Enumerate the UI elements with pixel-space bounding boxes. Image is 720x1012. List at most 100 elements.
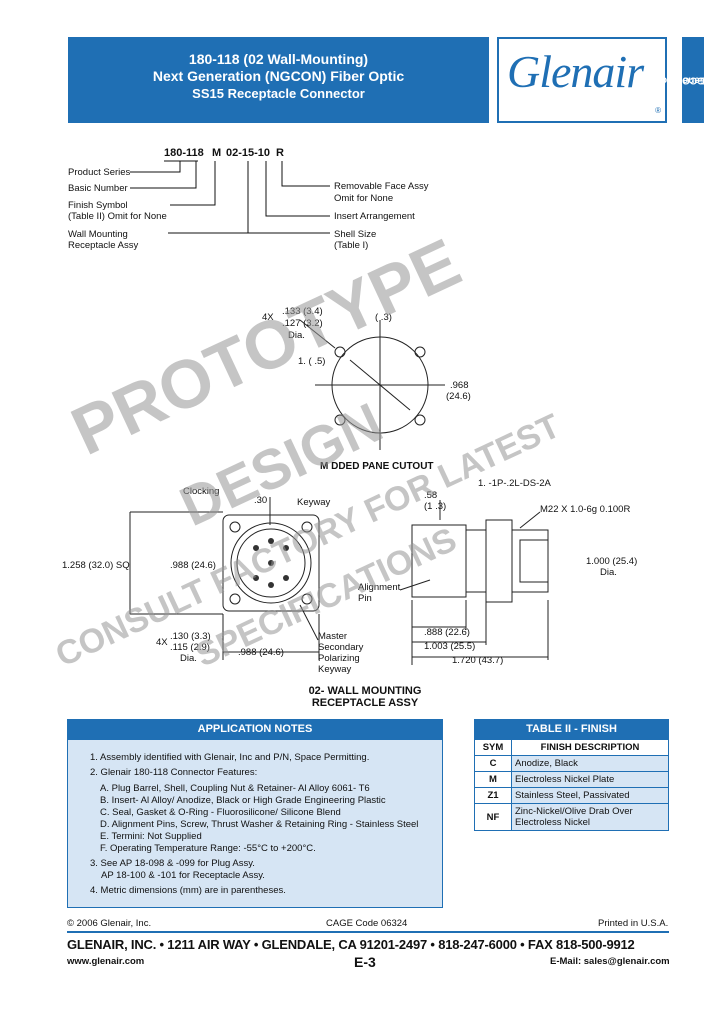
title-line-1: 180-118 (02 Wall-Mounting) (188, 51, 369, 67)
part-number-seg1: 180-118 (164, 147, 204, 159)
pn-label-basic-number: Basic Number (68, 183, 128, 194)
pn-label-shell-size: Shell Size (334, 229, 377, 240)
master-key-2: Secondary (318, 642, 364, 653)
copyright: © 2006 Glenair, Inc. (67, 918, 152, 929)
table-row: M Electroless Nickel Plate (474, 771, 669, 788)
note-1: 1. Assembly identified with Glenair, Inc… (90, 752, 370, 763)
note-2e: E. Termini: Not Supplied (100, 831, 202, 842)
finish-table: SYM FINISH DESCRIPTION C Anodize, Black … (474, 739, 669, 831)
table-ii-header: TABLE II - FINISH (474, 719, 669, 739)
title-line-3: SS15 Receptacle Connector (192, 86, 365, 101)
hole-dim-1: .133 (3.4) (282, 306, 323, 317)
cutout-diameter-1: .968 (450, 380, 469, 391)
desc-cell: Anodize, Black (511, 755, 669, 772)
cutout-title: M DDED PANE CUTOUT (320, 461, 434, 472)
assembly-title-1: 02- WALL MOUNTING (308, 685, 422, 697)
hole-dia-label: Dia. (288, 330, 305, 341)
assembly-title-2: RECEPTACLE ASSY (311, 697, 419, 709)
pn-label-receptacle: Receptacle Assy (68, 240, 139, 251)
note-2: 2. Glenair 180-118 Connector Features: (90, 767, 258, 778)
hole-dim-2: .127 (3.2) (282, 318, 323, 329)
part-number-seg4: R (276, 147, 284, 159)
od-dia: Dia. (600, 567, 617, 578)
bottom-dim: .988 (24.6) (238, 647, 284, 658)
note-3: 3. See AP 18-098 & -099 for Plug Assy. (90, 858, 255, 869)
logo-registered-mark: ® (655, 106, 661, 115)
table-row: Z1 Stainless Steel, Passivated (474, 787, 669, 804)
logo-text: Glenair (507, 46, 644, 97)
sym-cell: NF (474, 803, 512, 831)
company-address: GLENAIR, INC. • 1211 AIR WAY • GLENDALE,… (67, 937, 635, 952)
footer-divider (67, 931, 669, 933)
keyway-dim: .30 (254, 495, 268, 506)
assembly-title: 02- WALL MOUNTING RECEPTACLE ASSY (0, 685, 720, 709)
desc-cell: Stainless Steel, Passivated (511, 787, 669, 804)
inner-dim: .988 (24.6) (170, 560, 216, 571)
pn-label-table-i: (Table I) (334, 240, 369, 251)
email-link[interactable]: E-Mail: sales@glenair.com (550, 956, 670, 967)
side-top-dim-2: (1 .3) (424, 501, 447, 512)
pn-label-removable-face: Removable Face Assy (334, 181, 429, 192)
hole2-dia: Dia. (180, 653, 197, 664)
hole2-dim-1: .130 (3.3) (170, 631, 211, 642)
master-key-1: Master (318, 631, 348, 642)
col-finish: FINISH DESCRIPTION (511, 739, 669, 756)
len-dim-2: 1.003 (25.5) (424, 641, 476, 652)
keyway-label: Keyway (297, 497, 331, 508)
desc-cell: Electroless Nickel Plate (511, 771, 669, 788)
hole2-dim-2: .115 (2.9) (170, 642, 210, 653)
align-pin-1: Alignment (358, 582, 401, 593)
square-dim: 1.258 (32.0) SQ (62, 560, 130, 571)
note-4: 4. Metric dimensions (mm) are in parenth… (90, 885, 286, 896)
page-number: E-3 (354, 954, 376, 970)
glenair-logo: Glenair ® (497, 37, 667, 123)
master-key-3: Polarizing (318, 653, 360, 664)
application-notes-body: 1. Assembly identified with Glenair, Inc… (67, 739, 443, 908)
align-pin-2: Pin (358, 593, 372, 604)
thread-spec: 1. -1P-.2L-DS-2A (478, 478, 551, 489)
table-header-row: SYM FINISH DESCRIPTION (474, 739, 669, 756)
pn-label-insert-arrangement: Insert Arrangement (334, 211, 415, 222)
application-notes-header: APPLICATION NOTES (67, 719, 443, 739)
top-dim: ( .3) (375, 312, 392, 323)
pn-label-finish-symbol: Finish Symbol (68, 200, 128, 211)
side-tab: Next Generation(NGCON) (654, 37, 720, 123)
pn-label-wall-mounting: Wall Mounting (68, 229, 128, 240)
website-link[interactable]: www.glenair.com (67, 956, 145, 967)
side-dim: 1. ( .5) (298, 356, 326, 367)
clocking-label: Clocking (183, 486, 220, 497)
m22-spec: M22 X 1.0-6g 0.100R (540, 504, 631, 515)
note-2c: C. Seal, Gasket & O-Ring - Fluorosilicon… (100, 807, 341, 818)
cage-code: CAGE Code 06324 (326, 918, 408, 929)
col-sym: SYM (474, 739, 512, 756)
note-2a: A. Plug Barrel, Shell, Coupling Nut & Re… (100, 783, 370, 794)
part-number-seg3: 02-15-10 (226, 147, 271, 159)
sym-cell: M (474, 771, 512, 788)
printed-in: Printed in U.S.A. (598, 918, 669, 929)
od-dim: 1.000 (25.4) (586, 556, 638, 567)
note-3b: AP 18-100 & -101 for Receptacle Assy. (101, 870, 265, 881)
part-number-seg2: M (212, 147, 222, 159)
pn-label-finish-note: (Table II) Omit for None (68, 211, 167, 222)
pn-label-omit-none: Omit for None (334, 193, 394, 204)
side-top-dim-1: .58 (424, 490, 438, 501)
note-2d: D. Alignment Pins, Screw, Thrust Washer … (100, 819, 419, 830)
table-row: NF Zinc-Nickel/Olive Drab Over Electrole… (474, 803, 669, 831)
title-line-2: Next Generation (NGCON) Fiber Optic (152, 68, 405, 84)
hole2-count: 4X (156, 637, 168, 648)
note-2f: F. Operating Temperature Range: -55°C to… (100, 843, 316, 854)
pn-label-product-series: Product Series (68, 167, 131, 178)
desc-cell: Zinc-Nickel/Olive Drab Over Electroless … (511, 803, 669, 831)
len-dim-1: .888 (22.6) (424, 627, 470, 638)
len-dim-3: 1.720 (43.7) (452, 655, 504, 666)
table-row: C Anodize, Black (474, 755, 669, 772)
note-2b: B. Insert- Al Alloy/ Anodize, Black or H… (100, 795, 386, 806)
title-banner: 180-118 (02 Wall-Mounting) Next Generati… (68, 37, 489, 123)
sym-cell: C (474, 755, 512, 772)
master-key-4: Keyway (318, 664, 352, 675)
hole-count: 4X (262, 312, 274, 323)
sym-cell: Z1 (474, 787, 512, 804)
cutout-diameter-2: (24.6) (446, 391, 471, 402)
